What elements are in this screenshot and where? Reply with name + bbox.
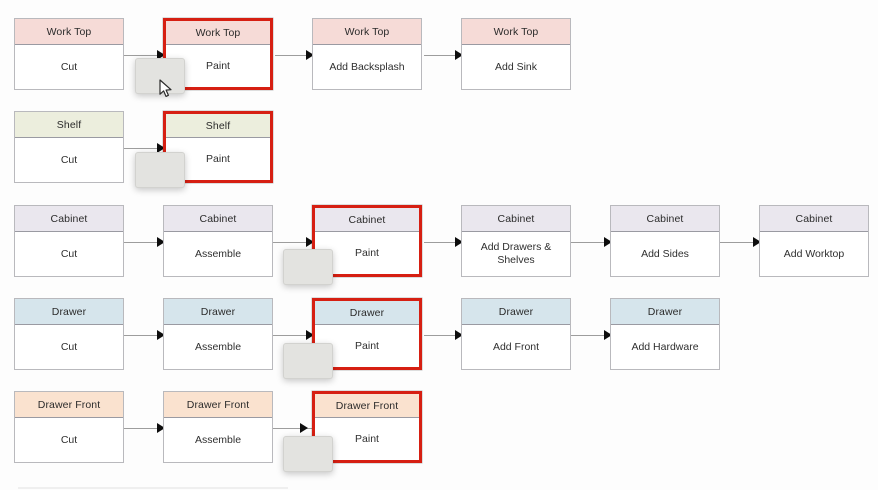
node-step-label: Paint [206,59,230,72]
arrow-drawer-4 [604,330,612,340]
node-step-label: Add Worktop [783,247,845,260]
connector-worktop-3 [424,55,463,56]
arrow-drawerfront-2 [300,423,308,433]
node-step-label: Assemble [194,433,242,446]
node-step-label: Paint [355,339,379,352]
node-step-label: Cut [60,247,78,260]
node-drawer-assemble[interactable]: Drawer Assemble [163,298,273,370]
node-shelf-cut[interactable]: Shelf Cut [14,111,124,183]
node-step-label: Paint [206,152,230,165]
ghost-drag-box-drawer[interactable] [283,343,333,379]
node-header: Drawer Front [315,394,419,418]
node-step-label: Add Hardware [631,340,699,353]
node-step-label: Cut [60,153,78,166]
node-cabinet-add-drawers-shelves[interactable]: Cabinet Add Drawers & Shelves [461,205,571,277]
connector-cabinet-2 [273,242,314,243]
node-worktop-add-backsplash[interactable]: Work Top Add Backsplash [312,18,422,90]
connector-drawer-2 [273,335,314,336]
arrow-cabinet-5 [753,237,761,247]
node-header: Cabinet [611,206,719,232]
arrow-drawer-1 [157,330,165,340]
node-header: Shelf [166,114,270,138]
arrow-cabinet-4 [604,237,612,247]
node-step-label: Assemble [194,247,242,260]
connector-cabinet-1 [124,242,164,243]
node-shelf-paint[interactable]: Shelf Paint [163,111,273,183]
connector-drawerfront-1 [124,428,164,429]
node-header: Drawer [15,299,123,325]
node-header: Drawer [611,299,719,325]
node-header: Cabinet [164,206,272,232]
mouse-pointer-icon [159,79,173,103]
arrow-worktop-2 [306,50,314,60]
node-drawer-add-front[interactable]: Drawer Add Front [461,298,571,370]
node-drawer-cut[interactable]: Drawer Cut [14,298,124,370]
node-header: Drawer [315,301,419,325]
node-step-label: Add Backsplash [329,60,405,73]
node-drawer-paint[interactable]: Drawer Paint [312,298,422,370]
arrow-cabinet-1 [157,237,165,247]
node-step-label: Add Sink [494,60,538,73]
node-step-label: Cut [60,60,78,73]
node-header: Cabinet [760,206,868,232]
node-worktop-paint[interactable]: Work Top Paint [163,18,273,90]
arrow-worktop-3 [455,50,463,60]
arrow-drawerfront-1 [157,423,165,433]
node-step-label: Paint [355,432,379,445]
node-header: Work Top [15,19,123,45]
arrow-cabinet-2 [306,237,314,247]
node-header: Shelf [15,112,123,138]
canvas-bottom-edge [18,487,288,489]
node-worktop-add-sink[interactable]: Work Top Add Sink [461,18,571,90]
node-header: Drawer [462,299,570,325]
ghost-drag-box-cabinet[interactable] [283,249,333,285]
node-header: Drawer [164,299,272,325]
connector-cabinet-3 [424,242,463,243]
connector-drawer-4 [571,335,611,336]
connector-drawerfront-2 [273,428,314,429]
node-step-label: Paint [355,246,379,259]
node-header: Cabinet [15,206,123,232]
arrow-drawer-3 [455,330,463,340]
node-header: Drawer Front [164,392,272,418]
node-step-label: Add Front [492,340,540,353]
node-header: Work Top [313,19,421,45]
node-step-label: Add Drawers & Shelves [480,241,552,266]
node-cabinet-assemble[interactable]: Cabinet Assemble [163,205,273,277]
node-header: Work Top [166,21,270,45]
node-drawerfront-assemble[interactable]: Drawer Front Assemble [163,391,273,463]
node-drawerfront-cut[interactable]: Drawer Front Cut [14,391,124,463]
node-step-label: Add Sides [641,247,689,260]
connector-worktop-2 [275,55,314,56]
arrow-drawer-2 [306,330,314,340]
node-step-label: Cut [60,340,78,353]
ghost-drag-box-shelf[interactable] [135,152,185,188]
connector-cabinet-5 [720,242,760,243]
node-header: Work Top [462,19,570,45]
node-step-label: Cut [60,433,78,446]
node-header: Cabinet [462,206,570,232]
node-step-label: Assemble [194,340,242,353]
connector-drawer-3 [424,335,463,336]
arrow-shelf-1 [157,143,165,153]
ghost-drag-box-drawer-front[interactable] [283,436,333,472]
node-drawer-add-hardware[interactable]: Drawer Add Hardware [610,298,720,370]
arrow-cabinet-3 [455,237,463,247]
node-cabinet-add-sides[interactable]: Cabinet Add Sides [610,205,720,277]
connector-cabinet-4 [571,242,611,243]
connector-drawer-1 [124,335,164,336]
connector-shelf-1 [124,148,164,149]
node-cabinet-cut[interactable]: Cabinet Cut [14,205,124,277]
node-worktop-cut[interactable]: Work Top Cut [14,18,124,90]
node-cabinet-add-worktop[interactable]: Cabinet Add Worktop [759,205,869,277]
connector-worktop-1 [124,55,164,56]
arrow-worktop-1 [157,50,165,60]
node-header: Cabinet [315,208,419,232]
node-header: Drawer Front [15,392,123,418]
